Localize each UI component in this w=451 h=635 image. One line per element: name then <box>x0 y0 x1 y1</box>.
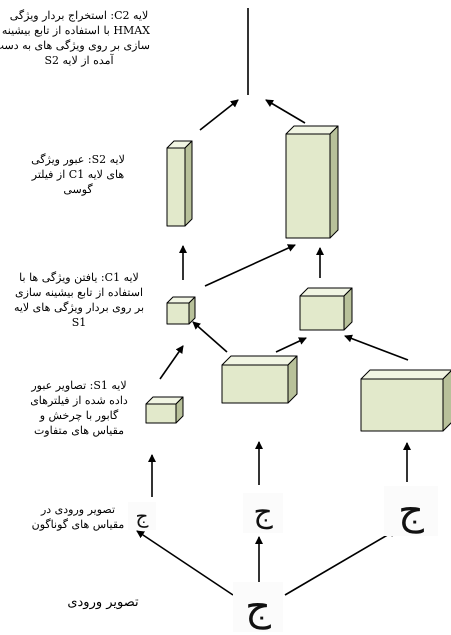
c1-box-large-front <box>299 295 345 331</box>
arrow-s2-small-to-c2 <box>199 99 239 131</box>
arrow-s1-small-to-c1 <box>159 345 184 380</box>
label-input-scales: تصویر ورودی در مقیاس های گوناگون <box>31 503 125 531</box>
s1-box-medium <box>221 355 298 404</box>
c1-box-large-top <box>299 287 353 297</box>
s2-box-large-top <box>285 125 339 135</box>
c1-box-small-front <box>166 302 190 325</box>
s1-box-large <box>360 369 451 432</box>
s1-box-large-top <box>360 369 451 380</box>
s2-box-small-front <box>166 147 186 227</box>
arrow-input-to-large <box>284 529 397 596</box>
s1-box-medium-top <box>221 355 298 366</box>
arrow-c1-small-to-s2-right <box>204 244 296 287</box>
s2-box-small <box>166 140 193 227</box>
s1-box-small <box>145 396 184 424</box>
input-glyph-original: ج <box>233 582 283 632</box>
flow-arrows <box>136 8 411 596</box>
c1-box-large <box>299 287 353 331</box>
arrow-s1-large-to-c1 <box>344 334 409 361</box>
label-layer-c2: لایه C2: استخراج بردار ویژگی HMAX با است… <box>0 9 150 67</box>
arrow-s2-large-to-c2 <box>265 99 306 124</box>
label-input-image: تصویر ورودی <box>67 595 139 610</box>
label-layer-s2: لایه S2: عبور ویژگی های لایه C1 از فیلتر… <box>31 153 125 196</box>
label-layer-c1: لایه C1: یافتن ویژگی ها با استفاده از تا… <box>13 271 145 329</box>
s2-box-large-side <box>329 125 339 239</box>
c1-box-large-side <box>343 287 353 331</box>
c1-box-small <box>166 296 196 325</box>
input-glyph-medium-scale: ج <box>243 493 283 533</box>
feature-maps <box>145 125 451 432</box>
input-glyph-small-scale: ج <box>128 502 156 530</box>
arrow-s1-medium-right-to-c1 <box>275 337 307 353</box>
s1-box-large-front <box>360 378 444 432</box>
s2-box-large <box>285 125 339 239</box>
s1-box-large-side <box>442 370 451 432</box>
arrow-input-to-small <box>136 530 234 596</box>
s1-box-medium-front <box>221 364 289 404</box>
s1-box-medium-side <box>287 355 298 404</box>
s2-box-small-side <box>184 140 193 227</box>
label-layer-s1: لایه S1: تصاویر عبور داده شده از فیلترها… <box>30 379 128 437</box>
s1-box-small-front <box>145 403 177 424</box>
input-glyph-large-scale: ج <box>384 486 438 536</box>
s2-box-large-front <box>285 133 331 239</box>
arrow-s1-medium-left-to-c1 <box>192 321 228 353</box>
